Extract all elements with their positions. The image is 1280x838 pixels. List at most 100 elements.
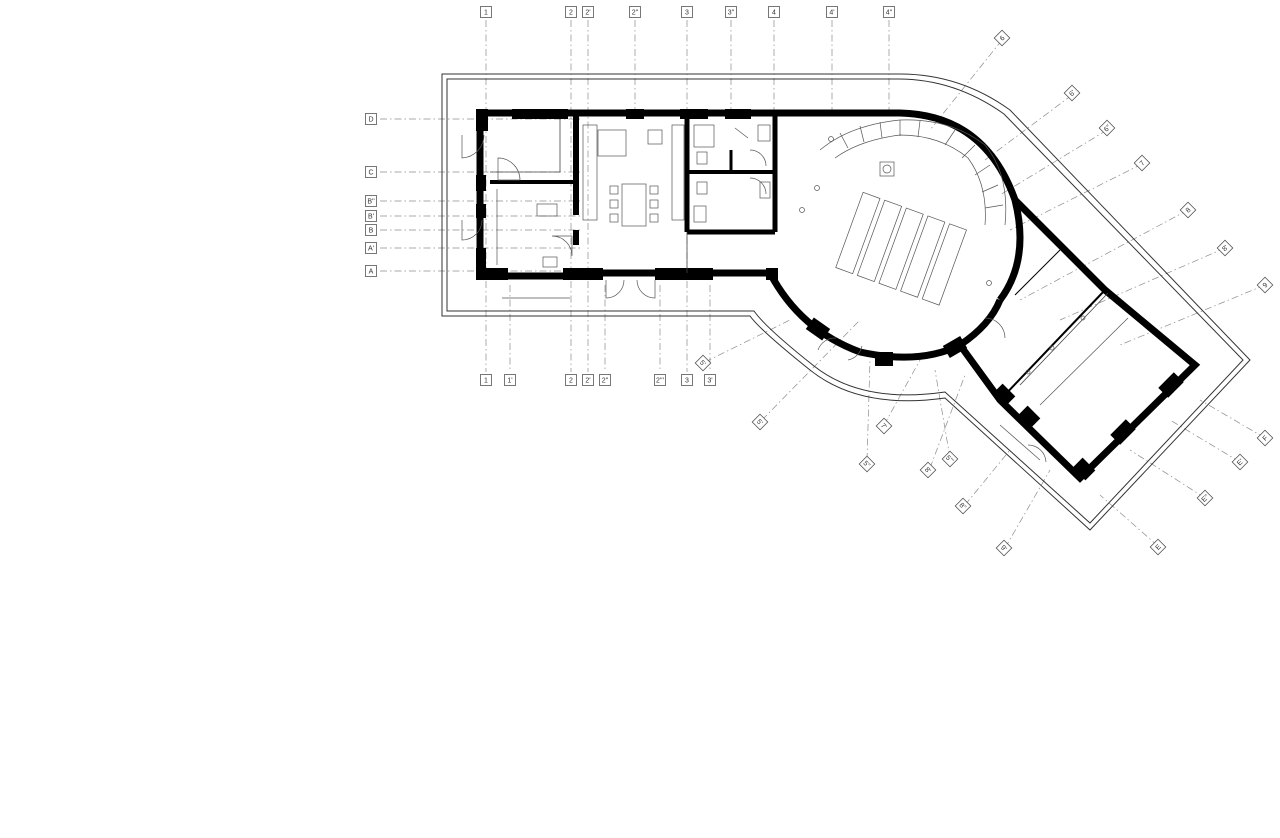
grid-tag-radial-top: 6 xyxy=(993,29,1011,47)
grid-tag-left: B'' xyxy=(365,195,377,207)
grid-tag-box xyxy=(1149,538,1167,556)
grid-tag-label: 8 xyxy=(1185,207,1193,215)
grid-tag-bottom: 1' xyxy=(504,374,516,386)
grid-tag-label: 8' xyxy=(1221,244,1230,253)
grid-tag-left: B' xyxy=(365,210,377,222)
grid-tag-box xyxy=(954,497,972,515)
terrace-outline xyxy=(441,73,1251,531)
grid-tag-label: F xyxy=(1262,435,1270,443)
grid-tag-radial-top: 6' xyxy=(1063,84,1081,102)
grid-tag-bottom: 2' xyxy=(582,374,594,386)
grid-tag-radial-right: E'' xyxy=(1196,489,1214,507)
grid-tag-radial-right: E' xyxy=(1231,453,1249,471)
grid-tag-box xyxy=(768,6,780,18)
grid-tag-box xyxy=(826,6,838,18)
grid-tag-box xyxy=(751,413,769,431)
grid-tag-label: 8'' xyxy=(957,502,967,512)
grid-tag-top: 3 xyxy=(681,6,693,18)
grid-tag-radial-bottom: 5'' xyxy=(858,455,876,473)
grid-tag-label: 2' xyxy=(585,10,590,17)
grid-tag-label: 3 xyxy=(685,378,689,385)
grid-tag-label: 6'' xyxy=(1103,124,1113,134)
grid-tag-radial-right: F xyxy=(1256,429,1274,447)
grid-tag-label: B'' xyxy=(367,199,374,206)
grid-tag-radial-top: 9 xyxy=(1256,276,1274,294)
grid-tag-label: 2 xyxy=(569,10,573,17)
grid-tag-label: E' xyxy=(1236,458,1245,467)
grid-tag-label: E'' xyxy=(1201,494,1211,504)
grid-tag-label: 9 xyxy=(1262,282,1270,290)
grid-tag-box xyxy=(582,374,594,386)
stair-treads xyxy=(839,120,1004,209)
grid-tag-box xyxy=(875,417,893,435)
grid-tag-box xyxy=(480,6,492,18)
grid-tag-box xyxy=(694,354,712,372)
grid-tag-label: 8' xyxy=(923,466,932,475)
grid-tag-label: 4 xyxy=(772,10,776,17)
grid-tag-radial-bottom: 5' xyxy=(694,354,712,372)
grid-tag-box xyxy=(681,6,693,18)
grid-tag-box xyxy=(704,374,716,386)
grid-tag-top: 1 xyxy=(480,6,492,18)
grid-tag-label: 3' xyxy=(707,378,712,385)
wall-blocks xyxy=(476,109,1184,481)
grid-tag-bottom: 1 xyxy=(480,374,492,386)
grid-tag-label: 2'' xyxy=(602,378,609,385)
grid-tag-radial-top: 8 xyxy=(1179,201,1197,219)
grid-tag-box xyxy=(1256,429,1274,447)
grid-tag-label: 2 xyxy=(569,378,573,385)
grid-tag-box xyxy=(654,374,666,386)
exterior-walls xyxy=(476,109,1201,483)
grid-tag-label: 9' xyxy=(999,544,1008,553)
grid-tag-box xyxy=(993,29,1011,47)
grid-tag-box xyxy=(681,374,693,386)
grid-tag-box xyxy=(1196,489,1214,507)
grid-tag-box xyxy=(1098,119,1116,137)
grid-tag-label: 4'' xyxy=(886,10,893,17)
grid-tag-label: 7' xyxy=(879,422,888,431)
grid-tag-label: 1' xyxy=(507,378,512,385)
grid-tag-label: 6' xyxy=(1068,89,1077,98)
grid-tag-label: 4' xyxy=(829,10,834,17)
grid-tag-box xyxy=(565,374,577,386)
grid-tag-radial-bottom: 9' xyxy=(995,539,1013,557)
grid-tag-radial-bottom: 8' xyxy=(919,461,937,479)
grid-tag-label: 2'' xyxy=(632,10,639,17)
grid-tag-top: 4'' xyxy=(883,6,895,18)
grid-tag-radial-top: 7 xyxy=(1133,154,1151,172)
grid-tag-box xyxy=(599,374,611,386)
grid-tag-label: 5''' xyxy=(944,454,955,465)
grid-tag-bottom: 2'' xyxy=(599,374,611,386)
grid-tag-box xyxy=(858,455,876,473)
grid-tag-box xyxy=(1231,453,1249,471)
grid-tag-top: 2'' xyxy=(629,6,641,18)
grid-tag-box xyxy=(1179,201,1197,219)
grid-tag-top: 3'' xyxy=(725,6,737,18)
grid-tag-box xyxy=(919,461,937,479)
grid-tag-radial-bottom: 8'' xyxy=(954,497,972,515)
grid-tag-label: D xyxy=(368,117,373,124)
grid-tag-top: 4 xyxy=(768,6,780,18)
grid-tag-radial-bottom: 7' xyxy=(875,417,893,435)
grid-tag-left: A' xyxy=(365,242,377,254)
grid-tag-box xyxy=(995,539,1013,557)
grid-tag-label: 2' xyxy=(585,378,590,385)
grid-tag-box xyxy=(725,6,737,18)
interior-partitions xyxy=(490,113,1109,401)
grid-tag-label: 3 xyxy=(685,10,689,17)
grid-tag-label: 5'' xyxy=(861,460,871,470)
grid-lines xyxy=(380,20,1266,549)
grid-tag-label: 2''' xyxy=(656,378,664,385)
grid-tag-top: 4' xyxy=(826,6,838,18)
grid-tag-radial-right: E xyxy=(1149,538,1167,556)
grid-tag-label: B' xyxy=(368,214,374,221)
grid-tag-box xyxy=(883,6,895,18)
grid-tag-left: A xyxy=(365,265,377,277)
grid-tag-box xyxy=(1216,239,1234,257)
grid-tag-box xyxy=(1133,154,1151,172)
grid-tag-label: 3'' xyxy=(728,10,735,17)
grid-tag-box xyxy=(365,195,377,207)
grid-tag-box xyxy=(582,6,594,18)
